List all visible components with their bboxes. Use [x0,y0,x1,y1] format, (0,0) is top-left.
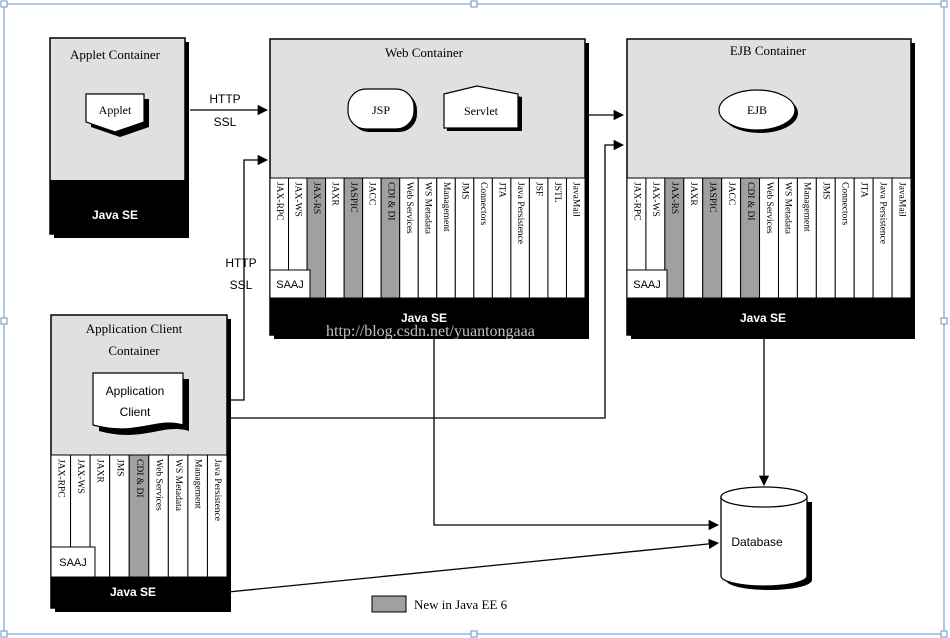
web-api-label: JASPIC [348,182,358,213]
web-api-label: Connectors [478,182,488,226]
http-label-mid: HTTP [225,256,256,270]
legend-swatch [371,595,407,613]
appclient-api-label: JAX-WS [75,459,85,494]
ssl-label-mid: SSL [230,278,253,292]
ejb-api-label: Management [802,182,812,232]
appclient-api-label: WS Metadata [173,459,183,512]
ejb-api-label: JACC [726,182,736,205]
web-api-label: CDI & DI [385,182,395,221]
web-api-label: WS Metadata [422,182,432,235]
web-api-label: JAX-RPC [274,182,284,221]
web-api-label: JAX-RS [311,182,321,214]
ejb-api-label: Connectors [840,182,850,226]
applet-container-title: Applet Container [70,47,161,62]
web-api-label: JACC [367,182,377,205]
appclient-to-ejb-arrow [231,139,625,419]
appclient-title-line1: Application Client [86,321,183,336]
appclient-component-line1: Application [106,384,165,398]
ejb-api-label: JAX-WS [650,182,660,217]
database: Database [720,486,812,590]
protocol-labels: HTTP SSL HTTP SSL [209,92,256,292]
application-client-container: Application Client Container Application… [50,314,231,612]
ejb-saaj-box [626,269,668,299]
appclient-api-label: Management [192,459,202,509]
appclient-saaj-label: SAAJ [59,557,87,569]
database-label: Database [731,535,783,549]
applet-container: Applet Container Applet Java SE [49,37,189,238]
ejb-api-label: JAXR [688,182,698,206]
ssl-label-top: SSL [214,115,237,129]
servlet-component [443,85,519,129]
web-api-stack: JAX-RPC JAX-WS JAX-RS JAXR JASPIC JACC CDI & D… [269,177,586,299]
web-saaj-label: SAAJ [276,279,304,291]
servlet-label: Servlet [464,104,499,118]
web-api-label: JSTL [552,182,562,203]
legend: New in Java EE 6 [371,595,508,613]
applet-label: Applet [99,103,132,117]
web-container-title: Web Container [385,45,464,60]
appclient-api-label: JMS [114,459,124,476]
appclient-to-database-arrow [227,538,720,593]
appclient-title-line2: Container [108,343,160,358]
web-api-label: JAXR [330,182,340,206]
web-api-label: Java Persistence [515,182,525,244]
ejb-api-stack: JAX-RPC JAX-WS JAX-RS JAXR JASPIC JACC CDI & D… [626,177,912,299]
appclient-api-label: Java Persistence [212,459,222,521]
appclient-java-se: Java SE [110,585,156,599]
ejb-api-label: JTA [858,182,868,198]
appclient-saaj-box [50,546,96,578]
application-client-component [92,372,184,430]
watermark: http://blog.csdn.net/yuantongaaa [326,323,535,340]
ejb-container-title: EJB Container [730,43,807,58]
web-to-database-arrow [433,338,720,531]
ejb-api-label: JavaMail [896,182,906,217]
web-java-se: Java SE [401,311,447,325]
ejb-api-label: JMS [821,182,831,199]
http-label-top: HTTP [209,92,240,106]
appclient-api-stack: JAX-RPC JAX-WS JAXR JMS CDI & DI Web Services… [50,454,228,578]
appclient-to-web-arrow [231,154,269,401]
ejb-api-label: JAX-RPC [631,182,641,221]
web-api-label: JTA [496,182,506,198]
ejb-api-label: WS Metadata [783,182,793,235]
appclient-component-line2: Client [120,405,151,419]
appclient-api-label: CDI & DI [134,459,144,498]
applet-java-se: Java SE [92,208,138,222]
web-api-label: JavaMail [571,182,581,217]
ejb-java-se: Java SE [740,311,786,325]
applet-component [85,93,145,133]
connectors [190,104,770,593]
web-api-label: Management [441,182,451,232]
ejb-api-label: Web Services [764,182,774,234]
appclient-api-label: JAX-RPC [56,459,66,498]
jsp-component [347,88,415,130]
appclient-api-label: Web Services [153,459,163,511]
ejb-saaj-label: SAAJ [633,279,661,291]
web-api-label: JMS [459,182,469,199]
jsp-label: JSP [372,103,390,117]
appclient-api-label: JAXR [95,459,105,483]
ejb-api-label: Java Persistence [877,182,887,244]
legend-label: New in Java EE 6 [414,597,508,612]
web-saaj-box [269,269,311,299]
ejb-label: EJB [747,103,767,117]
web-api-label: JSF [533,182,543,196]
ejb-api-label: JAX-RS [669,182,679,214]
web-api-label: Web Services [404,182,414,234]
ejb-api-label: CDI & DI [745,182,755,221]
ejb-component [718,89,796,131]
web-api-label: JAX-WS [293,182,303,217]
ejb-api-label: JASPIC [707,182,717,213]
